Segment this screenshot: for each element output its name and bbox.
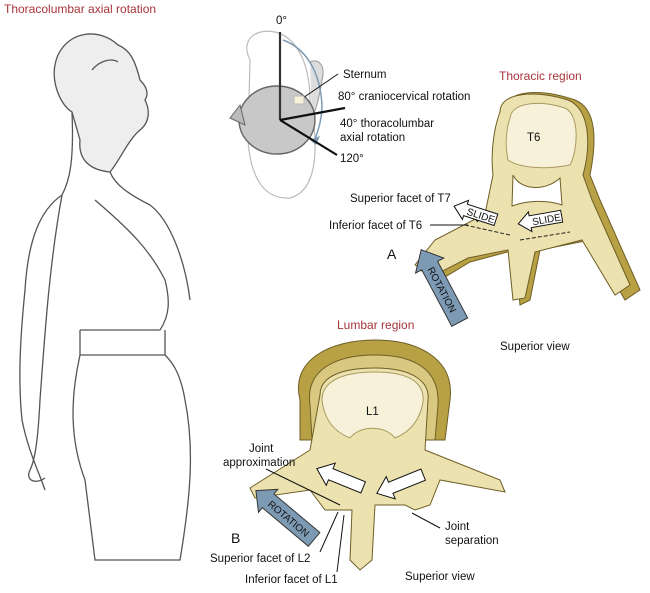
l1-label: L1 <box>366 406 379 418</box>
inferior-facet-t6-label: Inferior facet of T6 <box>329 220 422 232</box>
angle-120-label: 120° <box>340 153 364 165</box>
joint-separation-label-2: separation <box>445 535 499 547</box>
thoracic-region-label: Thoracic region <box>499 69 582 83</box>
thoracolumbar-label-1: 40° thoracolumbar <box>340 118 434 130</box>
nose-outline <box>309 60 324 119</box>
superior-facet-l2-leader <box>319 511 339 553</box>
ear <box>229 103 246 126</box>
joint-approximation-label-2: approximation <box>223 457 295 469</box>
superior-facet-l2-label: Superior facet of L2 <box>210 553 310 565</box>
superior-facet-t7-label: Superior facet of T7 <box>350 193 451 205</box>
craniocervical-label: 80° craniocervical rotation <box>338 91 470 103</box>
onetwenty-degree-line <box>279 119 338 156</box>
t6-label: T6 <box>527 132 540 144</box>
woman-figure <box>19 33 192 561</box>
inferior-facet-l1-leader <box>336 514 345 573</box>
separation-arrow <box>376 468 427 500</box>
figure-title: Thoracolumbar axial rotation <box>4 2 156 16</box>
superior-view-b-label: Superior view <box>405 571 475 583</box>
thoracolumbar-label-2: axial rotation <box>340 132 405 144</box>
lumbar-region-label: Lumbar region <box>337 318 414 332</box>
sternum-label: Sternum <box>343 69 386 81</box>
joint-separation-leader <box>411 512 441 529</box>
superior-view-a-label: Superior view <box>500 341 570 353</box>
approximation-arrow <box>316 462 367 494</box>
sternum-mark <box>293 95 305 105</box>
slide-label-2: SLIDE <box>531 212 562 228</box>
sternum-leader <box>299 73 339 101</box>
head-rotation-diagram <box>229 30 346 199</box>
inferior-facet-l1-label: Inferior facet of L1 <box>245 574 338 586</box>
panel-b-letter: B <box>231 530 240 546</box>
joint-approximation-label-1: Joint <box>249 443 274 455</box>
thoracic-vertebra <box>414 92 641 306</box>
eighty-degree-line <box>279 106 346 122</box>
joint-approximation-leader <box>265 468 341 506</box>
rotation-arc <box>282 39 323 141</box>
angle-0-label: 0° <box>276 15 287 27</box>
slide-arrow-2: SLIDE <box>517 209 564 233</box>
joint-separation-label-1: Joint <box>445 521 470 533</box>
panel-a-letter: A <box>387 246 397 262</box>
lumbar-vertebra <box>249 339 506 571</box>
